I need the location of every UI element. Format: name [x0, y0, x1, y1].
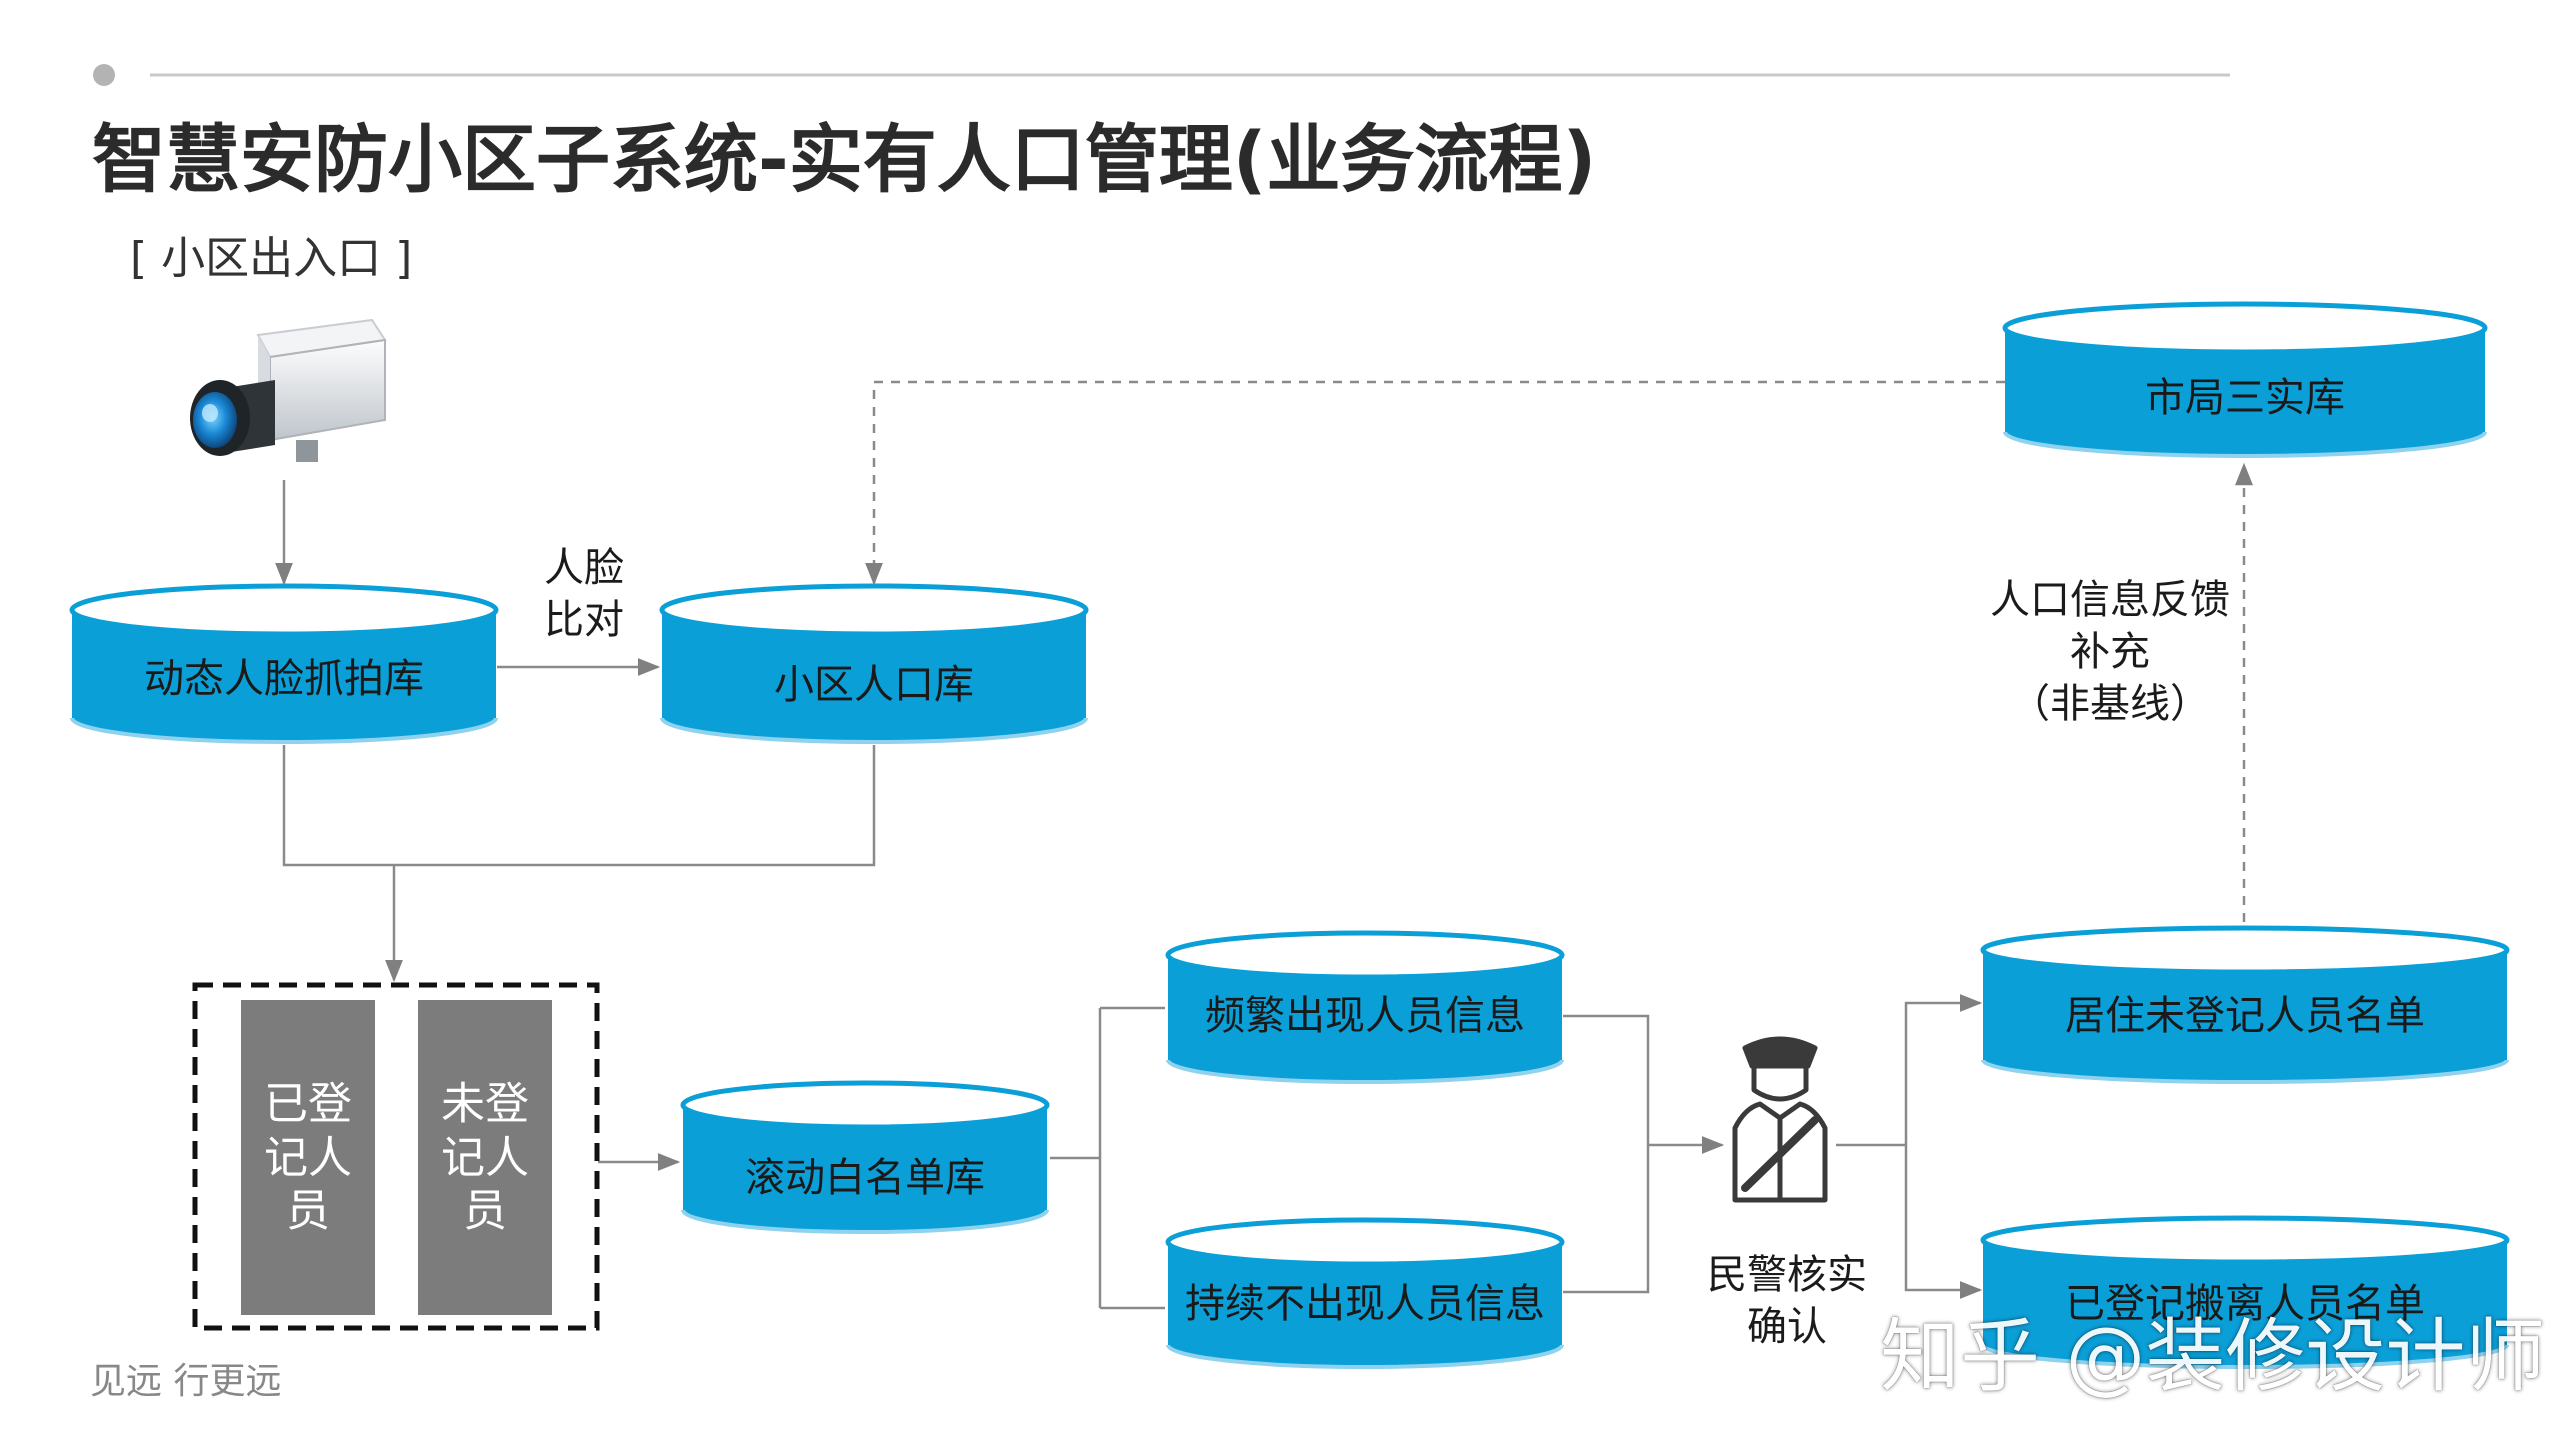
- community-db: [659, 583, 1089, 744]
- capture-db: [69, 583, 499, 744]
- watermark: 知乎 @装修设计师: [1880, 1310, 2546, 1403]
- registered-box-line: 已登: [264, 1078, 352, 1130]
- frequent-db-label: 频繁出现人员信息: [1205, 993, 1525, 1039]
- unregistered-list-label: 居住未登记人员名单: [2065, 993, 2425, 1039]
- edge-frequent-to-police: [1563, 1014, 1650, 1145]
- edge-police-to-unregistered: [1904, 994, 1983, 1145]
- registered-box-line: 员: [286, 1185, 330, 1237]
- registered-box: [241, 1000, 375, 1315]
- unregistered-box-line: 员: [463, 1185, 507, 1237]
- feedback-line: 补充: [2070, 629, 2150, 675]
- capture-db-label: 动态人脸抓拍库: [144, 656, 424, 702]
- absent-db-label: 持续不出现人员信息: [1185, 1281, 1545, 1327]
- face-compare-line: 比对: [544, 597, 624, 643]
- page-title: 智慧安防小区子系统-实有人口管理(业务流程): [92, 117, 1597, 203]
- people-group-frame: [192, 982, 600, 1331]
- absent-db: [1165, 1217, 1565, 1369]
- registered-box-line: 记人: [264, 1132, 352, 1184]
- camera-icon: [190, 318, 387, 462]
- police-officer-icon: [1732, 1036, 1828, 1203]
- edge-merge-bracket: [282, 745, 876, 867]
- community-db-label: 小区人口库: [774, 662, 974, 708]
- registered-box-label: 已登 记人 员: [264, 1077, 352, 1238]
- police-confirm-label: 民警核实 确认: [1707, 1249, 1867, 1353]
- city-db: [2002, 301, 2488, 458]
- police-confirm-line: 民警核实: [1707, 1252, 1867, 1298]
- whitelist-db: [680, 1080, 1050, 1234]
- section-subtitle: [ 小区出入口 ]: [130, 233, 413, 284]
- police-confirm-line: 确认: [1747, 1304, 1827, 1350]
- connectors: [275, 380, 2253, 1310]
- databases: [69, 301, 2510, 1369]
- unregistered-box-label: 未登 记人 员: [441, 1077, 529, 1238]
- face-compare-label: 人脸 比对: [544, 542, 624, 646]
- feedback-line: 人口信息反馈: [1990, 577, 2230, 623]
- whitelist-db-label: 滚动白名单库: [745, 1155, 985, 1201]
- edge-city-to-community: [865, 380, 2005, 586]
- moved-list-label: 已登记搬离人员名单: [2065, 1281, 2425, 1327]
- unregistered-box: [418, 1000, 552, 1315]
- feedback-line: （非基线）: [2010, 681, 2210, 727]
- moved-list-db: [1980, 1215, 2510, 1369]
- edge-absent-to-police: [1563, 1145, 1650, 1294]
- city-db-label: 市局三实库: [2145, 375, 2345, 421]
- edge-whitelist-split: [1050, 1006, 1165, 1310]
- unregistered-box-line: 未登: [441, 1078, 529, 1130]
- footer-slogan: 见远 行更远: [90, 1361, 282, 1402]
- unregistered-box-line: 记人: [441, 1132, 529, 1184]
- edge-police-to-moved: [1904, 1145, 1983, 1299]
- unregistered-list-db: [1980, 925, 2510, 1084]
- feedback-label: 人口信息反馈 补充 （非基线）: [1990, 574, 2230, 730]
- face-compare-line: 人脸: [544, 545, 624, 591]
- header-dot: [93, 64, 115, 86]
- frequent-db: [1165, 930, 1565, 1084]
